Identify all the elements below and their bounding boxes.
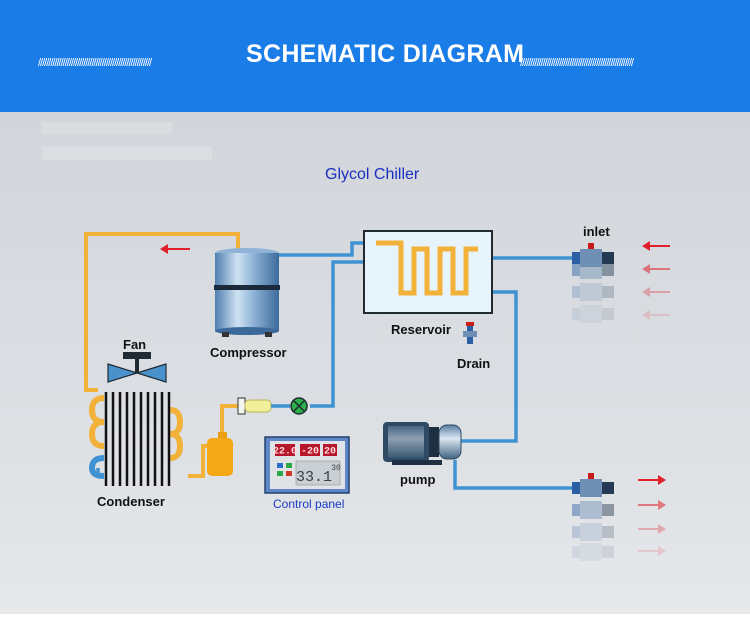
panel-display-side: 30 — [331, 464, 341, 473]
outlet-arrow-icon — [638, 475, 666, 485]
inlet-connector-ghost-2 — [572, 283, 614, 301]
panel-display-main: 33.1 — [296, 469, 332, 486]
refrigerant-line-left — [84, 232, 240, 392]
line-pump-outlet — [453, 460, 572, 490]
compressor-label: Compressor — [210, 345, 287, 360]
diagram-title: Glycol Chiller — [325, 166, 420, 183]
pump — [383, 422, 462, 465]
condenser — [88, 392, 184, 486]
outlet-connector-ghost-2 — [572, 523, 614, 541]
compressor — [214, 248, 280, 337]
water-lines — [96, 241, 572, 490]
inlet-arrow-icon — [642, 241, 670, 251]
control-panel — [264, 436, 350, 494]
drain-valve-icon — [463, 322, 477, 344]
filter-drier-icon — [237, 397, 272, 415]
outlet-arrow-ghost-3-icon — [638, 546, 666, 556]
panel-display-mid: -20 — [301, 447, 319, 458]
control-panel-label: Control panel — [273, 497, 345, 511]
receiver-tank — [207, 432, 233, 476]
outlet-connector-ghost-3 — [572, 543, 614, 561]
drain-label: Drain — [457, 356, 491, 371]
outlet-connector — [572, 473, 614, 497]
banner-decoration-left: ////////////////////////////////////////… — [38, 58, 152, 68]
condenser-label: Condenser — [97, 494, 165, 509]
inlet-connector-ghost-3 — [572, 305, 614, 323]
ghost-watermark — [42, 122, 212, 160]
outlet-arrow-ghost-1-icon — [638, 500, 666, 510]
outlet-arrow-ghost-2-icon — [638, 524, 666, 534]
flow-arrows — [160, 241, 670, 556]
fan-icon — [107, 352, 167, 383]
diagram-panel — [0, 112, 750, 614]
inlet-arrow-ghost-2-icon — [642, 287, 670, 297]
inlet-arrow-ghost-1-icon — [642, 264, 670, 274]
outlet-connector-ghost-1 — [572, 501, 614, 519]
inlet-label: inlet — [583, 224, 610, 239]
reservoir-label: Reservoir — [391, 322, 451, 337]
line-reservoir-pump — [458, 290, 518, 443]
expansion-valve-icon — [271, 397, 308, 415]
inlet-arrow-ghost-3-icon — [642, 310, 670, 320]
panel-display-right: 20 — [324, 447, 336, 458]
fan-label: Fan — [123, 337, 147, 352]
inlet-connector-ghost-1 — [572, 261, 614, 279]
banner-decoration-right: ////////////////////////////////////////… — [520, 58, 634, 68]
panel-display-left: 22.0 — [273, 447, 297, 458]
arrow-left-icon — [160, 244, 190, 254]
line-compressor-reservoir — [276, 241, 364, 257]
line-valve-reservoir — [310, 260, 364, 408]
inlet-connector — [572, 243, 614, 267]
pump-label: pump — [400, 472, 436, 487]
page-title: SCHEMATIC DIAGRAM — [246, 40, 525, 68]
reservoir — [363, 230, 493, 314]
header-banner: ////////////////////////////////////////… — [0, 0, 750, 112]
